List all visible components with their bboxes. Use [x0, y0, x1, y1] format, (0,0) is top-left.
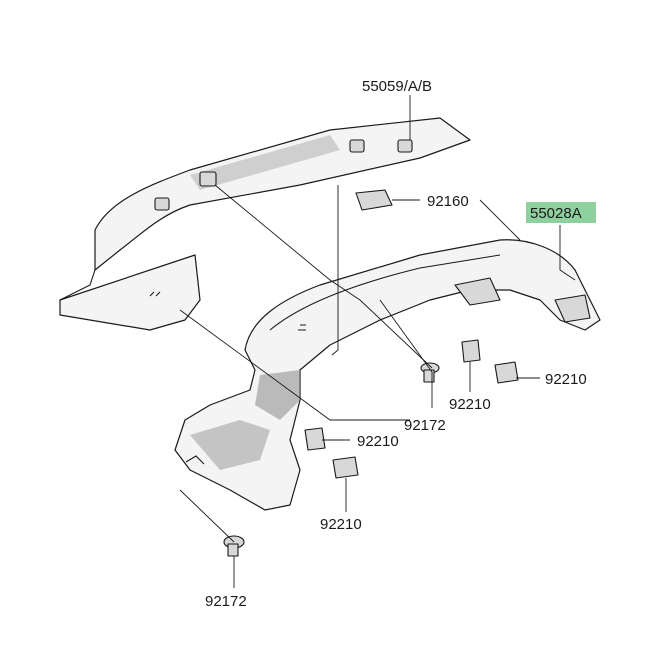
nut-92210-left [304, 427, 326, 451]
highlight-55028a [526, 202, 596, 223]
upper-cover-part [174, 239, 601, 511]
label-92172-mid: 92172 [404, 417, 446, 434]
label-55059: 55059/A/B [362, 78, 432, 95]
nut-92210-right [494, 361, 519, 384]
screw-92172-mid [420, 362, 440, 383]
clip-92160 [355, 189, 393, 211]
label-92160: 92160 [427, 193, 469, 210]
nut-92210-mid [461, 339, 481, 363]
label-92210-mid: 92210 [449, 396, 491, 413]
label-92210-right: 92210 [545, 371, 587, 388]
label-92210-bottom: 92210 [320, 516, 362, 533]
label-55028a: 55028A [530, 205, 582, 222]
windshield-part [59, 117, 471, 331]
label-92210-left: 92210 [357, 433, 399, 450]
leader-lines [179, 95, 576, 588]
screw-92172-bottom [223, 535, 245, 557]
nut-92210-bottom [332, 456, 359, 479]
label-92172-bottom: 92172 [205, 593, 247, 610]
